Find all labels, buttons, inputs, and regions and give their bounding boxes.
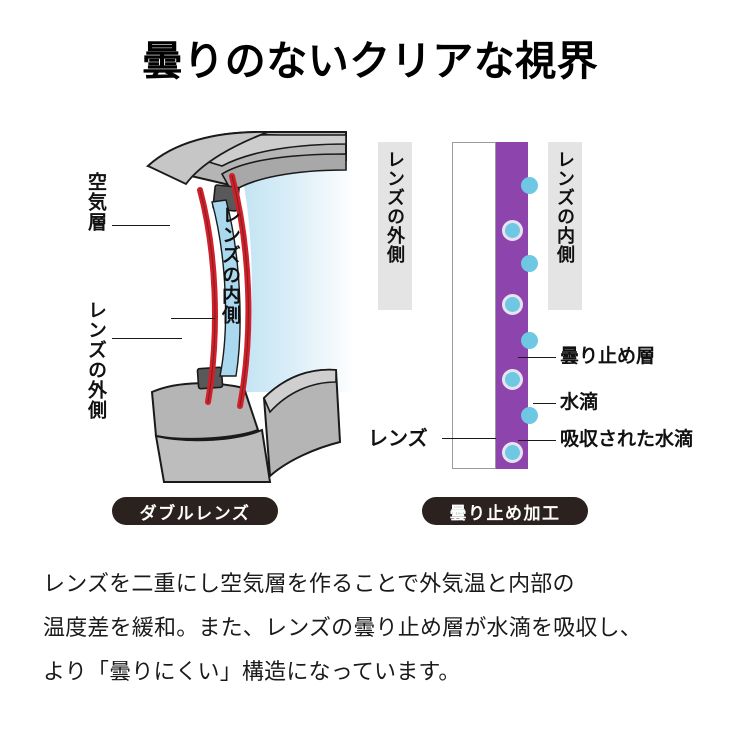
leader-line-lens	[442, 438, 496, 439]
droplet-free	[520, 332, 538, 349]
sidebox-lens-inner-label: レンズの内側	[555, 150, 575, 264]
sidebox-lens-outer-side: レンズの外側	[378, 142, 412, 310]
inner-lens-line	[229, 173, 252, 409]
lens-inner-field	[235, 148, 355, 392]
leader-line-lens-outer	[112, 338, 182, 339]
droplet-free	[520, 407, 538, 424]
label-lens-inner-side: レンズの内側	[219, 205, 240, 325]
droplet-absorbed	[501, 220, 523, 241]
callout-absorbed-droplet: 吸収された水滴	[560, 429, 694, 450]
goggle-cross-section-illustration	[140, 130, 355, 485]
right-diagram-panel: レンズの外側 レンズの内側 レンズ 曇り止め層 水滴 吸収された水滴	[368, 130, 700, 530]
outer-lens-outline	[199, 189, 216, 403]
frame-lower-base	[154, 428, 272, 483]
leader-line-water-droplet	[533, 403, 556, 404]
droplet-absorbed	[501, 369, 523, 390]
page-title: 曇りのないクリアな視界	[141, 38, 599, 84]
sidebox-lens-inner-side: レンズの内側	[548, 142, 582, 310]
badge-anti-fog-treatment: 曇り止め加工	[422, 497, 588, 525]
frame-lower-left	[150, 382, 260, 440]
droplet-absorbed	[501, 294, 523, 315]
callout-anti-fog-layer: 曇り止め層	[560, 346, 656, 367]
description-text: レンズを二重にし空気層を作ることで外気温と内部の 温度差を緩和。また、レンズの曇…	[43, 562, 713, 694]
goggle-svg	[145, 131, 355, 483]
badge-double-lens: ダブルレンズ	[112, 497, 278, 525]
lens-body-panel	[452, 142, 496, 469]
leader-line-anti-fog-layer	[518, 357, 556, 358]
droplet-free	[520, 177, 538, 194]
droplet-absorbed	[501, 442, 523, 463]
description-line-2: 温度差を緩和。また、レンズの曇り止め層が水滴を吸収し、	[43, 615, 642, 640]
frame-lower-right-highlight	[263, 368, 337, 414]
leader-line-air-layer	[112, 225, 170, 226]
inner-lens-outline	[231, 175, 249, 407]
droplet-group	[370, 130, 700, 485]
frame-upper-left-bevel	[146, 131, 269, 186]
leader-line-lens-inner	[171, 318, 215, 319]
left-diagram-panel: 空気層 レンズの外側 レンズの内側	[55, 130, 355, 530]
droplet-free	[520, 255, 538, 272]
label-lens-outer-side: レンズの外側	[85, 300, 106, 420]
description-line-3: より「曇りにくい」構造になっています。	[43, 659, 461, 684]
callout-water-droplet: 水滴	[560, 392, 599, 413]
leader-line-absorbed-droplet	[518, 440, 556, 441]
frame-upper-inner-lip	[220, 153, 347, 194]
description-line-1: レンズを二重にし空気層を作ることで外気温と内部の	[43, 571, 575, 596]
callout-lens: レンズ	[368, 428, 428, 450]
sidebox-lens-outer-label: レンズの外側	[385, 150, 405, 264]
label-air-layer: 空気層	[85, 172, 106, 232]
air-layer-band	[211, 199, 241, 377]
outer-lens-line	[197, 187, 218, 405]
